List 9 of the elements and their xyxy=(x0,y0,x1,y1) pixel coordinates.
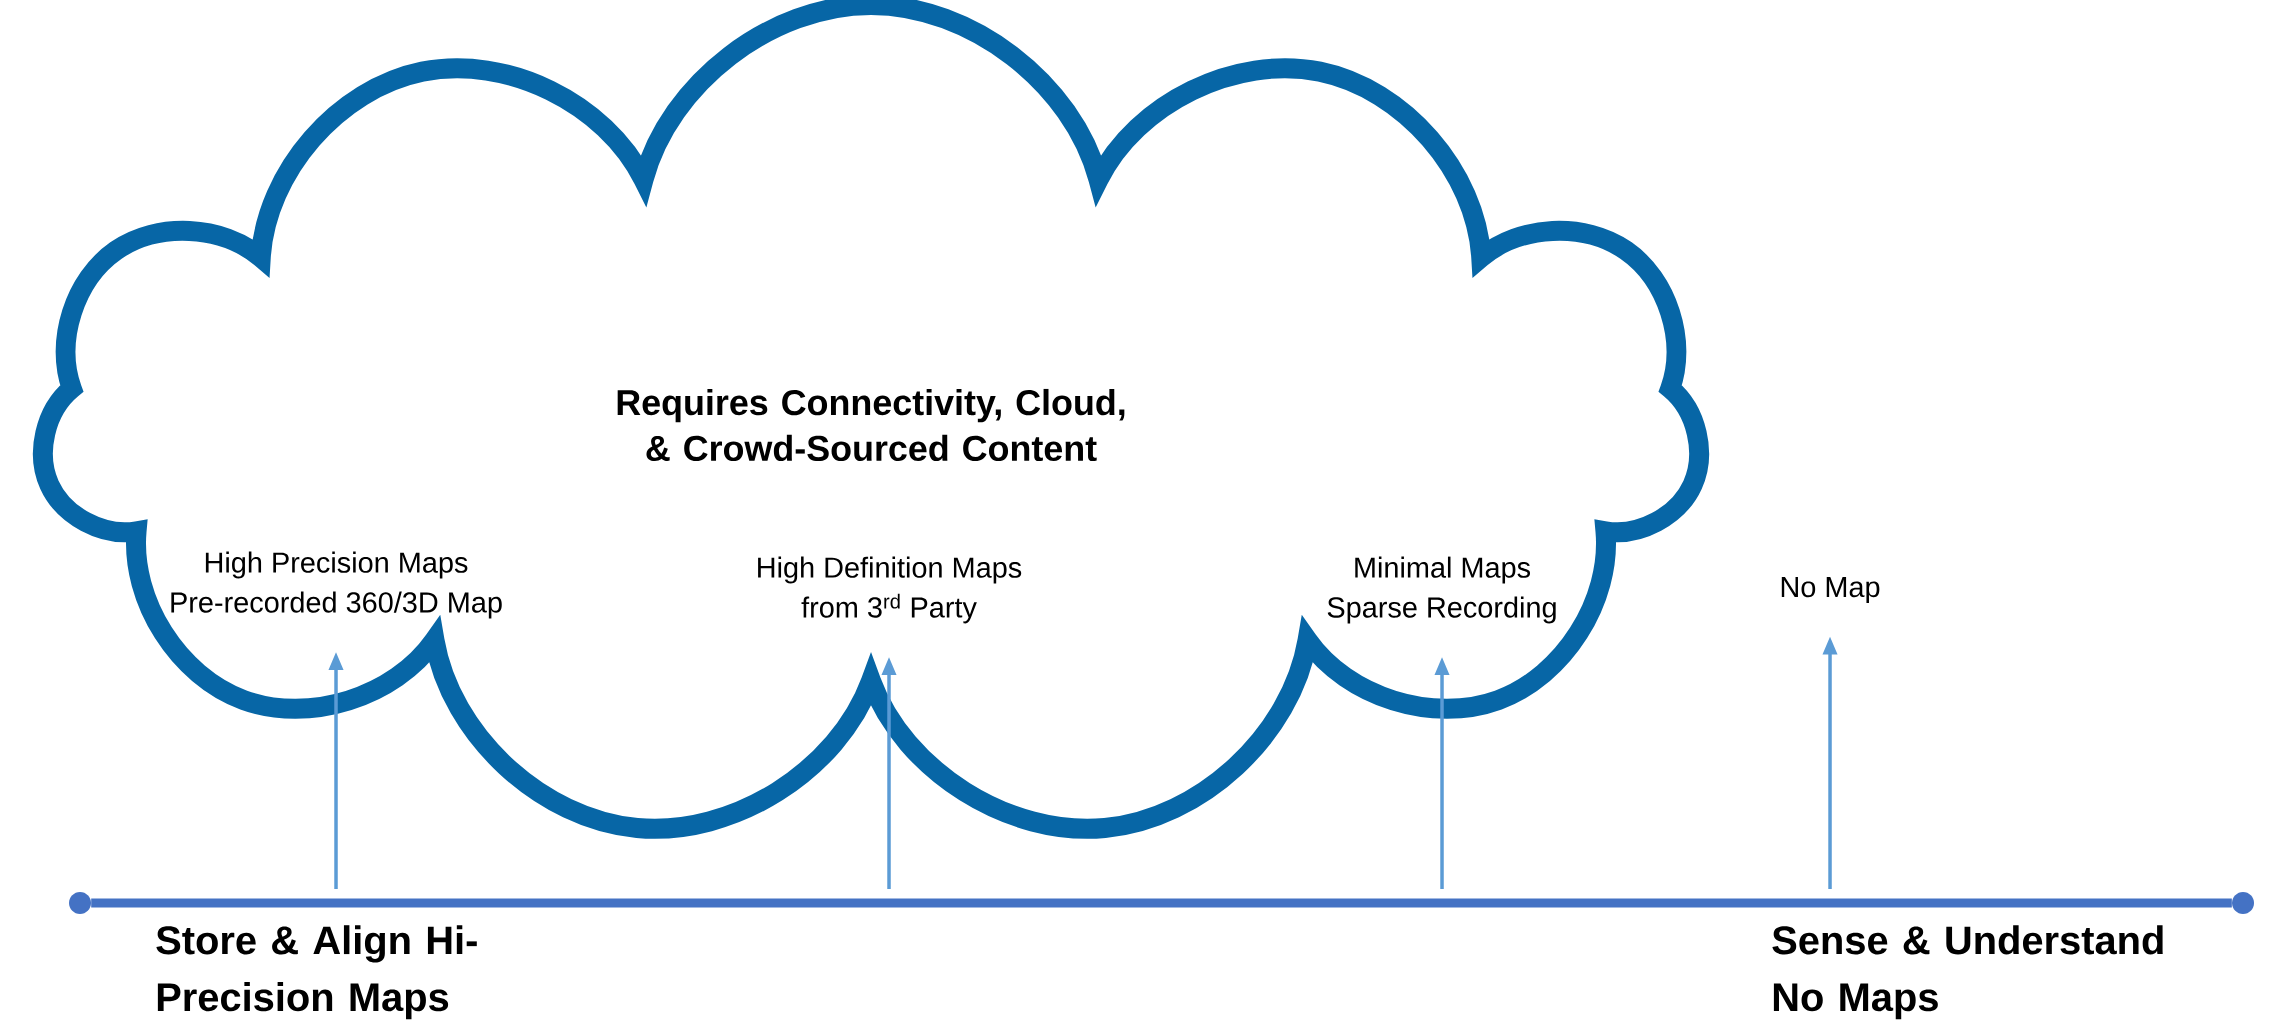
map-type-text: No Map xyxy=(1781,577,1880,603)
map-type-text: Minimal Maps Sparse Recording xyxy=(1327,556,1556,624)
end-label: Store & Align Hi-Precision Maps xyxy=(156,925,477,1020)
end-dot xyxy=(69,892,91,914)
end-label: Sense & Understand No Maps xyxy=(1772,925,2163,1020)
map-type-text: High Definition Maps from 3$^{rd}$ Party xyxy=(758,556,1022,624)
timeline xyxy=(91,898,2232,908)
map-type-text: High Precision Maps Pre-recorded 360/3D Map xyxy=(171,551,502,619)
end-dot xyxy=(2232,892,2255,914)
